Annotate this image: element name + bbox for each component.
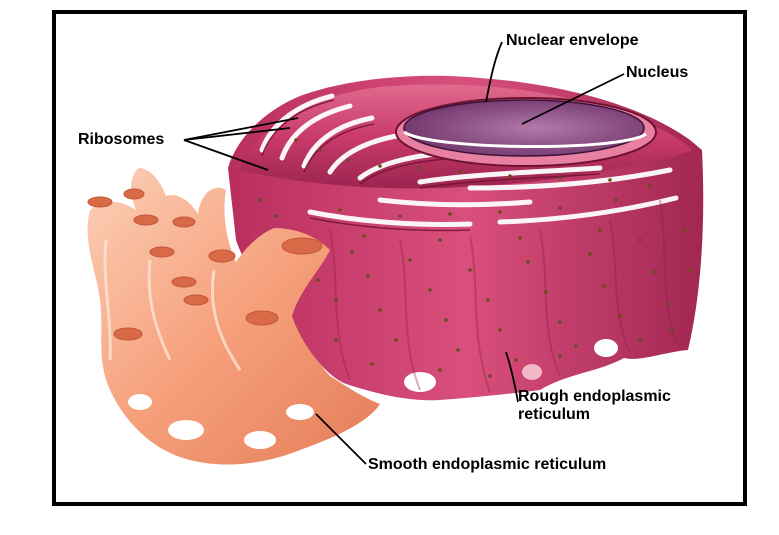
leader-nucleus xyxy=(521,73,625,125)
ribosome-dots xyxy=(258,138,692,378)
leader-rough-er xyxy=(505,351,519,403)
leader-smooth-er xyxy=(315,413,367,465)
leader-lines xyxy=(183,41,625,465)
leader-ribosome-2 xyxy=(183,127,291,141)
leader-nuclear-envelope xyxy=(485,41,503,103)
smooth-er-body xyxy=(87,168,380,465)
label-nucleus: Nucleus xyxy=(626,64,689,81)
leader-ribosome-1 xyxy=(183,117,299,141)
nucleus-shape xyxy=(395,97,657,167)
leader-ribosome-3 xyxy=(183,139,269,171)
label-smooth-er: Smooth endoplasmic reticulum xyxy=(368,456,607,473)
label-ribosomes: Ribosomes xyxy=(78,131,165,148)
label-rough-er: Rough endoplasmic reticulum xyxy=(518,388,671,423)
label-nuclear-envelope: Nuclear envelope xyxy=(506,32,639,49)
